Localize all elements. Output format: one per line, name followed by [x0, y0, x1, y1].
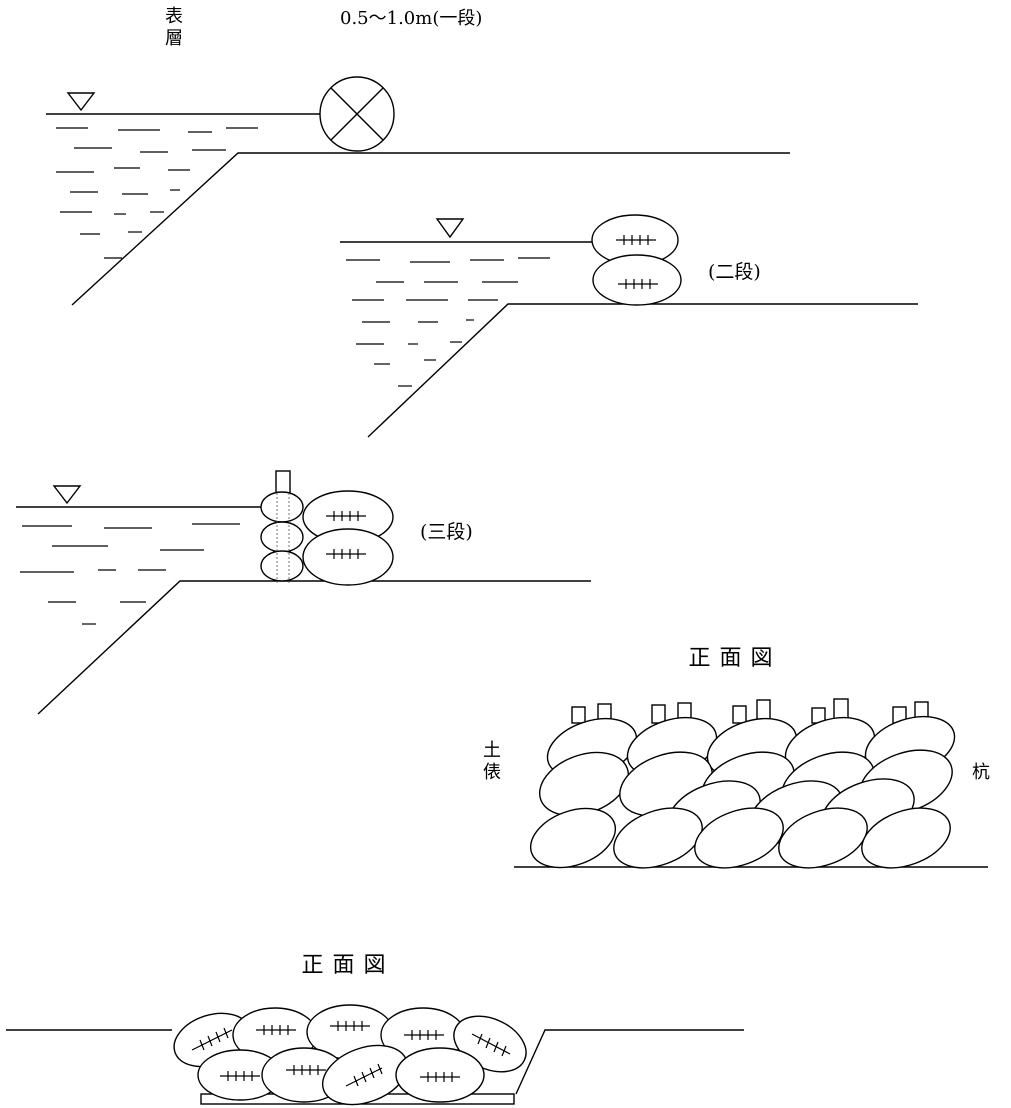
- water-level-icon: [52, 485, 82, 505]
- trench-sandbag-pile: [173, 1004, 527, 1106]
- front-view-1-label: 正面図: [688, 646, 781, 671]
- surface-layer-label: 表 層: [165, 6, 183, 49]
- water-level-icon: [435, 218, 465, 239]
- sandbag-pile: [529, 715, 956, 869]
- water-hatching: [346, 257, 550, 387]
- section-two-tier: (二段): [340, 214, 918, 438]
- sandbag-upper: [302, 490, 394, 544]
- stake-tops: [571, 698, 929, 724]
- sandbag-label: 土 俵: [483, 740, 501, 783]
- bank-profile: [71, 152, 790, 306]
- three-tier-label: (三段): [420, 521, 473, 543]
- section-single-tier: [46, 76, 790, 306]
- stake-label: 杭: [972, 762, 990, 783]
- stake-top: [275, 470, 291, 494]
- two-tier-label: (二段): [708, 261, 761, 283]
- water-level-icon: [66, 92, 96, 112]
- front-view-trench: 正面図: [6, 953, 744, 1106]
- sandbag-lower: [592, 254, 682, 306]
- surface-layer-char-1: 表: [165, 6, 183, 27]
- sandbag-cross-section-icon: [319, 76, 395, 152]
- trench-profile: [6, 1029, 744, 1095]
- water-hatching: [20, 523, 240, 625]
- bank-profile: [367, 303, 918, 438]
- stake-with-small-bags: [260, 470, 304, 583]
- sandbag-char-1: 土: [483, 740, 501, 761]
- front-view-2-label: 正面図: [301, 953, 394, 978]
- surface-layer-char-2: 層: [165, 28, 183, 49]
- section-three-tier: (三段): [16, 470, 591, 715]
- height-range-label: 0.5〜1.0m(一段): [340, 8, 482, 29]
- water-hatching: [56, 127, 258, 259]
- bank-profile: [37, 580, 591, 715]
- sandbag-char-2: 俵: [483, 762, 501, 783]
- front-view-staked: 正面図 土 俵 杭: [483, 646, 990, 869]
- sandbag-lower: [302, 528, 394, 586]
